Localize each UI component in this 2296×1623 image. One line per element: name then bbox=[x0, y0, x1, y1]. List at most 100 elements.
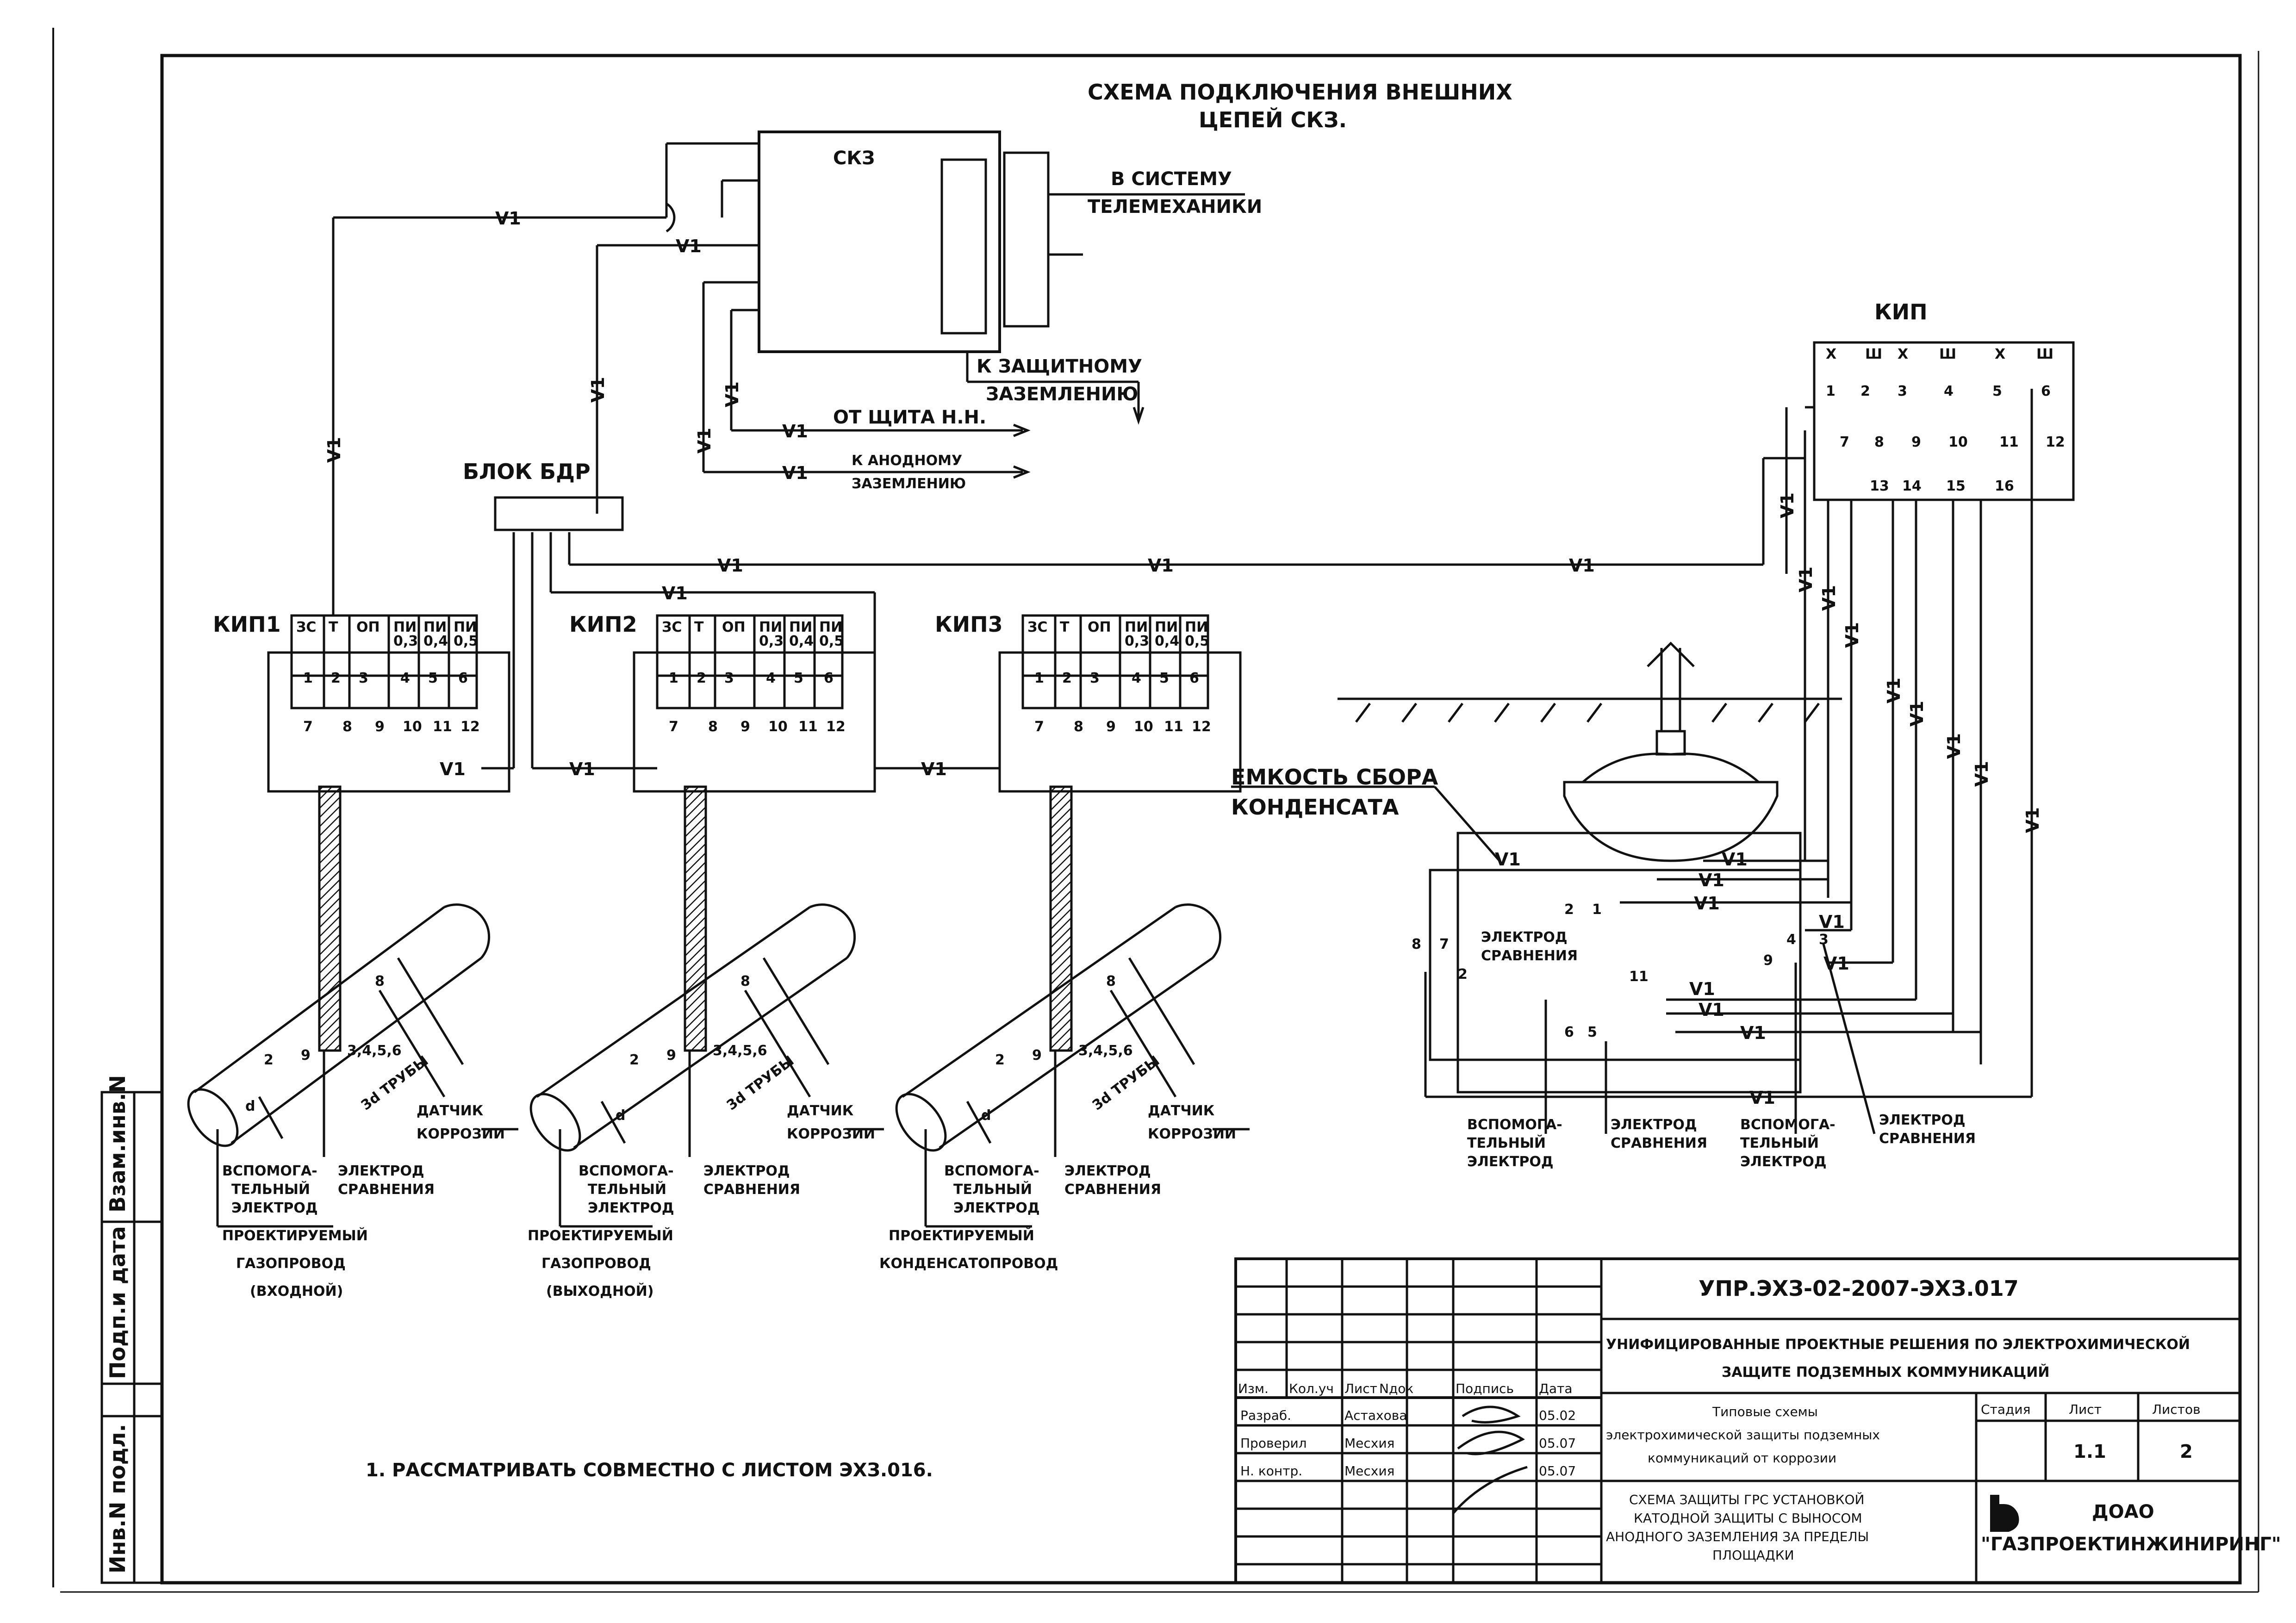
svg-text:10: 10 bbox=[1134, 719, 1153, 735]
cable-mark: V1 bbox=[1819, 585, 1839, 611]
svg-text:4: 4 bbox=[1786, 932, 1796, 948]
svg-text:Т: Т bbox=[1060, 619, 1070, 635]
svg-text:3d ТРУБЫ: 3d ТРУБЫ bbox=[724, 1053, 797, 1114]
cable-mark: V1 bbox=[1699, 870, 1724, 890]
svg-text:ВСПОМОГА-: ВСПОМОГА- bbox=[1740, 1117, 1836, 1133]
svg-text:5: 5 bbox=[1159, 670, 1169, 686]
svg-text:7: 7 bbox=[303, 719, 313, 735]
svg-text:4: 4 bbox=[1944, 383, 1954, 399]
cable-mark: V1 bbox=[921, 759, 947, 779]
svg-text:2: 2 bbox=[629, 1052, 639, 1068]
cable-mark: V1 bbox=[495, 208, 521, 229]
svg-text:1: 1 bbox=[1592, 902, 1602, 918]
svg-text:ЭЛЕКТРОД: ЭЛЕКТРОД bbox=[338, 1163, 424, 1179]
ground-line bbox=[1338, 697, 1842, 723]
svg-text:(ВХОДНОЙ): (ВХОДНОЙ) bbox=[250, 1283, 343, 1300]
kip-main-terminals: Х Ш Х Ш Х Ш 1 2 3 4 5 6 7 8 9 10 11 12 1… bbox=[1826, 346, 2065, 494]
svg-text:d: d bbox=[981, 1107, 991, 1124]
svg-text:4: 4 bbox=[1132, 670, 1141, 686]
svg-text:ВСПОМОГА-: ВСПОМОГА- bbox=[1467, 1117, 1562, 1133]
svg-text:СРАВНЕНИЯ: СРАВНЕНИЯ bbox=[338, 1181, 435, 1198]
svg-text:Изм.: Изм. bbox=[1238, 1381, 1269, 1396]
svg-text:СХЕМА ЗАЩИТЫ ГРС УСТАНОВКОЙ: СХЕМА ЗАЩИТЫ ГРС УСТАНОВКОЙ bbox=[1629, 1492, 1864, 1507]
kip3-label: КИП3 bbox=[935, 612, 1003, 637]
svg-text:ЭЛЕКТРОД: ЭЛЕКТРОД bbox=[1481, 929, 1568, 945]
title-block bbox=[1234, 1257, 2241, 1584]
drawing-title-line2: ЦЕПЕЙ СКЗ. bbox=[1199, 107, 1347, 132]
svg-text:ТЕЛЬНЫЙ: ТЕЛЬНЫЙ bbox=[1467, 1135, 1546, 1151]
cable-mark: V1 bbox=[1842, 622, 1862, 648]
side-stamp-inv: Инв.N подл. bbox=[105, 1424, 130, 1573]
svg-text:КОРРОЗИИ: КОРРОЗИИ bbox=[417, 1126, 505, 1142]
cable-mark: V1 bbox=[1823, 953, 1849, 974]
project-name-line2: ЗАЩИТЕ ПОДЗЕМНЫХ КОММУНИКАЦИЙ bbox=[1722, 1364, 2049, 1380]
svg-text:ЗС: ЗС bbox=[662, 619, 682, 635]
svg-text:КОНДЕНСАТА: КОНДЕНСАТА bbox=[1231, 795, 1399, 820]
svg-text:8: 8 bbox=[1412, 936, 1421, 952]
kip-headers: ЗС Т ОП ПИ ПИ ПИ 0,3 0,4 0,5 ЗС Т ОП ПИ … bbox=[296, 619, 1209, 649]
svg-text:6: 6 bbox=[458, 670, 468, 686]
side-stamp-sign: Подп.и дата bbox=[105, 1226, 130, 1379]
svg-text:9: 9 bbox=[301, 1047, 311, 1063]
svg-text:ГАЗОПРОВОД: ГАЗОПРОВОД bbox=[236, 1256, 346, 1272]
cable-mark: V1 bbox=[1777, 492, 1798, 518]
cable-mark: V1 bbox=[1694, 893, 1720, 914]
pipe-2 bbox=[529, 903, 856, 1152]
cable-mark: V1 bbox=[1689, 979, 1715, 999]
svg-text:Лист: Лист bbox=[2069, 1402, 2102, 1417]
svg-text:3: 3 bbox=[1898, 383, 1907, 399]
svg-text:ПИ: ПИ bbox=[454, 619, 477, 635]
svg-text:16: 16 bbox=[1995, 478, 2014, 494]
cable-mark: V1 bbox=[1884, 678, 1904, 703]
svg-text:8: 8 bbox=[740, 973, 750, 989]
svg-text:ПИ: ПИ bbox=[789, 619, 812, 635]
svg-text:8: 8 bbox=[1074, 719, 1083, 735]
svg-text:9: 9 bbox=[666, 1047, 676, 1063]
svg-text:Х: Х bbox=[1826, 346, 1836, 362]
side-stamp-replace: Взам.инв.N bbox=[105, 1075, 130, 1213]
svg-text:0,4: 0,4 bbox=[789, 633, 814, 649]
svg-text:ЭЛЕКТРОД: ЭЛЕКТРОД bbox=[1740, 1154, 1827, 1170]
cable-mark: V1 bbox=[1972, 761, 1992, 787]
svg-text:Проверил: Проверил bbox=[1240, 1436, 1307, 1451]
org-prefix: ДОАО bbox=[2092, 1501, 2154, 1523]
svg-text:Стадия: Стадия bbox=[1981, 1402, 2030, 1417]
svg-text:11: 11 bbox=[1999, 434, 2019, 450]
svg-text:ТЕЛЬНЫЙ: ТЕЛЬНЫЙ bbox=[231, 1181, 310, 1198]
svg-text:3: 3 bbox=[359, 670, 368, 686]
svg-text:2: 2 bbox=[1062, 670, 1072, 686]
svg-text:ЭЛЕКТРОД: ЭЛЕКТРОД bbox=[1064, 1163, 1151, 1179]
cable-mark: V1 bbox=[1569, 555, 1595, 576]
svg-text:ГАЗОПРОВОД: ГАЗОПРОВОД bbox=[541, 1256, 651, 1272]
svg-text:7: 7 bbox=[1034, 719, 1044, 735]
svg-text:Ш: Ш bbox=[2036, 346, 2053, 362]
cable-mark: V1 bbox=[1819, 912, 1845, 932]
svg-text:0,3: 0,3 bbox=[393, 633, 418, 649]
svg-text:ВСПОМОГА-: ВСПОМОГА- bbox=[222, 1163, 317, 1179]
svg-text:10: 10 bbox=[1948, 434, 1968, 450]
svg-text:7: 7 bbox=[1439, 936, 1449, 952]
note-text: 1. РАССМАТРИВАТЬ СОВМЕСТНО С ЛИСТОМ ЭХЗ.… bbox=[366, 1460, 933, 1481]
doc-code: УПР.ЭХЗ-02-2007-ЭХЗ.017 bbox=[1699, 1276, 2019, 1301]
svg-text:Nдок: Nдок bbox=[1379, 1381, 1413, 1396]
svg-text:ЭЛЕКТРОД: ЭЛЕКТРОД bbox=[231, 1200, 318, 1216]
svg-text:5: 5 bbox=[1992, 383, 2002, 399]
svg-text:3,4,5,6: 3,4,5,6 bbox=[1078, 1043, 1133, 1059]
svg-text:2: 2 bbox=[1860, 383, 1870, 399]
cable-mark: V1 bbox=[722, 381, 742, 407]
cable-mark: V1 bbox=[782, 463, 808, 483]
svg-text:7: 7 bbox=[1840, 434, 1849, 450]
svg-text:d: d bbox=[245, 1098, 255, 1114]
svg-text:11: 11 bbox=[1629, 969, 1649, 985]
cable-mark: V1 bbox=[440, 759, 466, 779]
svg-text:12: 12 bbox=[1192, 719, 1211, 735]
svg-text:9: 9 bbox=[375, 719, 385, 735]
svg-text:2: 2 bbox=[2180, 1441, 2193, 1462]
svg-text:10: 10 bbox=[403, 719, 422, 735]
svg-text:СРАВНЕНИЯ: СРАВНЕНИЯ bbox=[1064, 1181, 1161, 1198]
svg-text:6: 6 bbox=[2041, 383, 2051, 399]
svg-text:КОНДЕНСАТОПРОВОД: КОНДЕНСАТОПРОВОД bbox=[879, 1256, 1058, 1272]
svg-text:9: 9 bbox=[740, 719, 750, 735]
svg-text:1: 1 bbox=[669, 670, 678, 686]
